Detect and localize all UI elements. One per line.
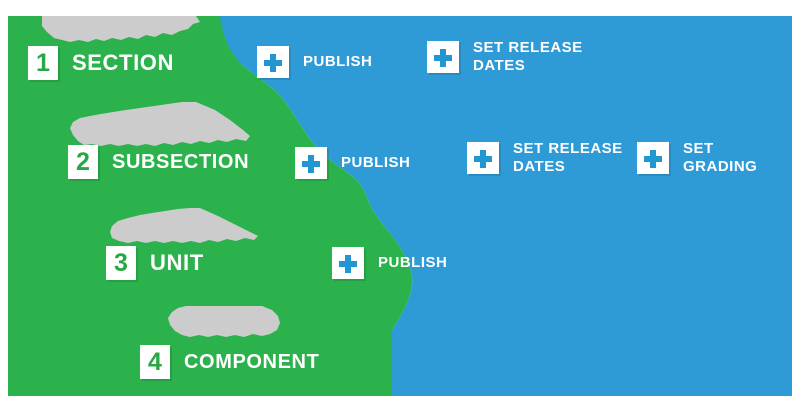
- plus-icon[interactable]: [332, 247, 364, 279]
- hierarchy-label-unit: UNIT: [150, 250, 204, 275]
- gray-band-2: [110, 208, 258, 243]
- hierarchy-row-unit[interactable]: 3 UNIT: [106, 246, 204, 280]
- gray-band-0: [42, 16, 200, 42]
- action-line-1: PUBLISH: [341, 153, 411, 171]
- hierarchy-row-component[interactable]: 4 COMPONENT: [140, 345, 319, 379]
- hierarchy-row-section[interactable]: 1 SECTION: [28, 46, 174, 80]
- hierarchy-label-component: COMPONENT: [184, 350, 320, 373]
- number-badge-1: 1: [28, 46, 58, 80]
- hierarchy-label-section: SECTION: [72, 50, 174, 75]
- hierarchy-row-subsection[interactable]: 2 SUBSECTION: [68, 145, 249, 179]
- action-section-publish[interactable]: PUBLISH: [257, 46, 372, 78]
- gray-band-3: [168, 306, 280, 337]
- action-label-publish: PUBLISH: [378, 254, 447, 272]
- gray-strata-group: [42, 16, 280, 337]
- hierarchy-label-subsection: SUBSECTION: [112, 150, 250, 173]
- action-label-set-grading: SET GRADING: [683, 140, 757, 177]
- action-label-set-release-dates: SET RELEASE DATES: [473, 39, 583, 76]
- action-line-2: DATES: [513, 158, 566, 176]
- action-section-set-release-dates[interactable]: SET RELEASE DATES: [427, 39, 583, 76]
- action-label-set-release-dates: SET RELEASE DATES: [513, 140, 623, 177]
- action-unit-publish[interactable]: PUBLISH: [332, 247, 447, 279]
- plus-icon[interactable]: [467, 142, 499, 175]
- plus-icon[interactable]: [427, 41, 459, 74]
- plus-icon[interactable]: [295, 147, 327, 179]
- number-badge-2: 2: [68, 145, 98, 179]
- action-line-1: PUBLISH: [303, 52, 373, 70]
- gray-band-1: [70, 102, 250, 146]
- action-line-2: GRADING: [683, 158, 758, 176]
- green-region: [8, 16, 413, 396]
- number-badge-3: 3: [106, 246, 136, 280]
- action-line-2: DATES: [473, 57, 526, 75]
- blue-region: [216, 16, 792, 396]
- plus-icon[interactable]: [637, 142, 669, 175]
- number-badge-4: 4: [140, 345, 170, 379]
- action-label-publish: PUBLISH: [303, 53, 372, 71]
- action-line-1: PUBLISH: [378, 253, 448, 271]
- action-line-1: SET RELEASE: [473, 39, 583, 56]
- action-line-1: SET RELEASE: [513, 140, 623, 157]
- action-subsection-set-grading[interactable]: SET GRADING: [637, 140, 757, 177]
- action-label-publish: PUBLISH: [341, 154, 410, 172]
- plus-icon[interactable]: [257, 46, 289, 78]
- action-line-1: SET: [683, 140, 714, 157]
- action-subsection-set-release-dates[interactable]: SET RELEASE DATES: [467, 140, 623, 177]
- action-subsection-publish[interactable]: PUBLISH: [295, 147, 410, 179]
